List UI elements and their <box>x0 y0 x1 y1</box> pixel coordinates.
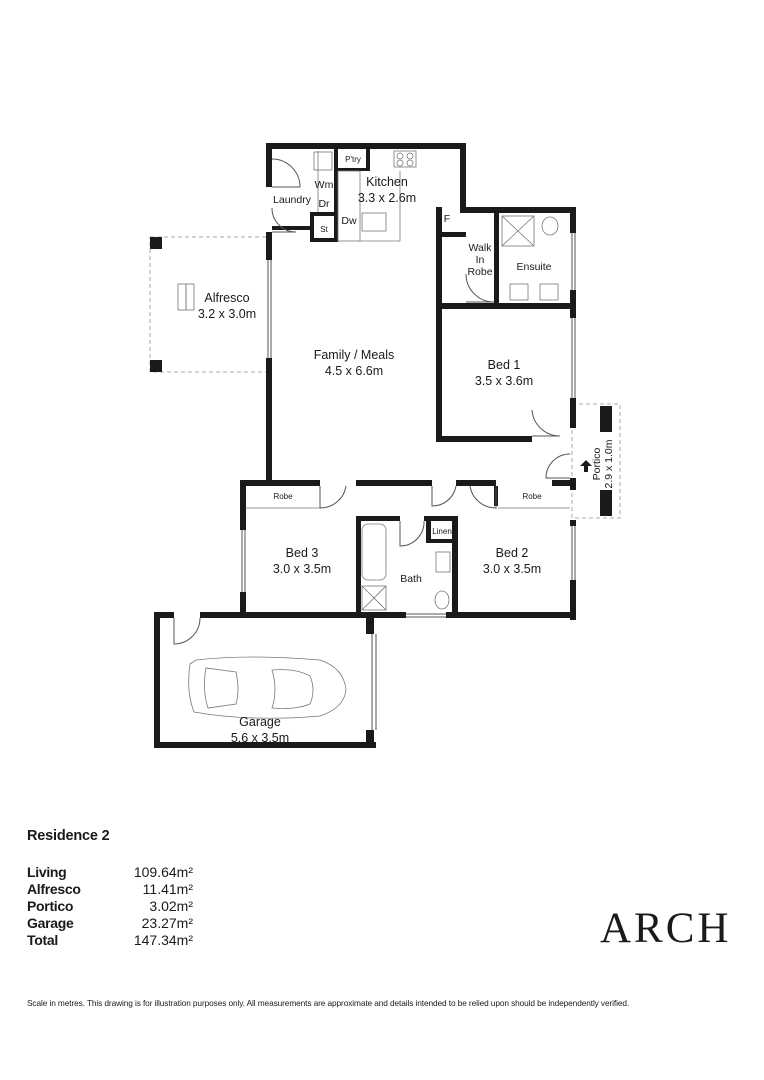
room-name: Bed 3 <box>286 546 319 560</box>
room-name: Robe <box>522 492 542 501</box>
appliance-label: St <box>320 225 328 234</box>
area-row: Alfresco 11.41m² <box>27 881 227 898</box>
disclaimer-text: Scale in metres. This drawing is for ill… <box>27 998 630 1008</box>
room-name: Bed 1 <box>488 358 521 372</box>
room-dims: 4.5 x 6.6m <box>325 364 383 378</box>
cooktop-icon <box>393 150 417 168</box>
area-table: Living 109.64m² Alfresco 11.41m² Portico 3.02… <box>27 864 227 949</box>
area-row: Living 109.64m² <box>27 864 227 881</box>
area-value: 23.27m² <box>141 915 193 931</box>
area-name: Total <box>27 932 58 948</box>
legend-title: Residence 2 <box>27 828 110 844</box>
appliance-label: Dw <box>341 215 357 227</box>
room-dims: 3.5 x 3.6m <box>475 374 533 388</box>
room-dims: 3.2 x 3.0m <box>198 307 256 321</box>
room-labels: Kitchen 3.3 x 2.6m Laundry P'try Wm Dr S… <box>198 155 615 745</box>
room-name: Laundry <box>273 194 312 206</box>
floor-plan: Kitchen 3.3 x 2.6m Laundry P'try Wm Dr S… <box>149 143 621 748</box>
room-name: Walk <box>469 242 493 254</box>
room-name: Alfresco <box>204 291 249 305</box>
car-icon <box>188 656 347 719</box>
shower-icon <box>501 215 535 247</box>
doors <box>173 158 571 645</box>
portico-area <box>571 403 621 519</box>
area-row: Portico 3.02m² <box>27 898 227 915</box>
area-value: 109.64m² <box>133 864 193 880</box>
area-name: Alfresco <box>27 881 81 897</box>
room-dims: 3.3 x 2.6m <box>358 191 416 205</box>
room-dims: 3.0 x 3.5m <box>273 562 331 576</box>
toilet-icon <box>434 590 450 610</box>
room-name: Family / Meals <box>314 348 395 362</box>
room-name: Robe <box>273 492 293 501</box>
appliance-label: F <box>444 213 450 225</box>
alfresco-post <box>150 360 162 372</box>
toilet-icon <box>541 216 559 236</box>
area-value: 147.34m² <box>133 932 193 948</box>
room-dims: 2.9 x 1.0m <box>603 439 615 488</box>
room-name: P'try <box>345 155 361 164</box>
appliance-label: Dr <box>318 198 330 210</box>
shower-icon <box>361 585 387 611</box>
entry-arrow-icon <box>580 460 592 472</box>
exterior-walls <box>154 143 576 748</box>
fixtures <box>188 150 559 719</box>
area-row: Garage 23.27m² <box>27 915 227 932</box>
portico-post <box>600 406 612 432</box>
area-value: 11.41m² <box>142 881 193 897</box>
area-value: 3.02m² <box>149 898 193 914</box>
appliance-label: Wm <box>315 179 334 191</box>
windows <box>241 233 576 730</box>
room-name: Robe <box>467 266 492 278</box>
room-name: Bed 2 <box>496 546 529 560</box>
room-name: Garage <box>239 715 281 729</box>
room-name: Ensuite <box>516 261 551 273</box>
room-name: In <box>476 254 485 266</box>
brand-logo: ARCH <box>600 905 732 952</box>
bathtub-icon <box>361 523 387 581</box>
room-dims: 3.0 x 3.5m <box>483 562 541 576</box>
room-name: Linen <box>432 527 452 536</box>
room-dims: 5.6 x 3.5m <box>231 731 289 745</box>
area-name: Garage <box>27 915 74 931</box>
area-name: Portico <box>27 898 74 914</box>
room-name: Kitchen <box>366 175 408 189</box>
area-row: Total 147.34m² <box>27 932 227 949</box>
kitchen-sink-icon <box>361 212 387 232</box>
area-name: Living <box>27 864 67 880</box>
alfresco-post <box>150 237 162 249</box>
room-name: Portico <box>591 448 603 481</box>
room-name: Bath <box>400 573 422 585</box>
area-legend: Residence 2 Living 109.64m² Alfresco 11.41m… <box>27 828 227 949</box>
portico-post <box>600 490 612 516</box>
